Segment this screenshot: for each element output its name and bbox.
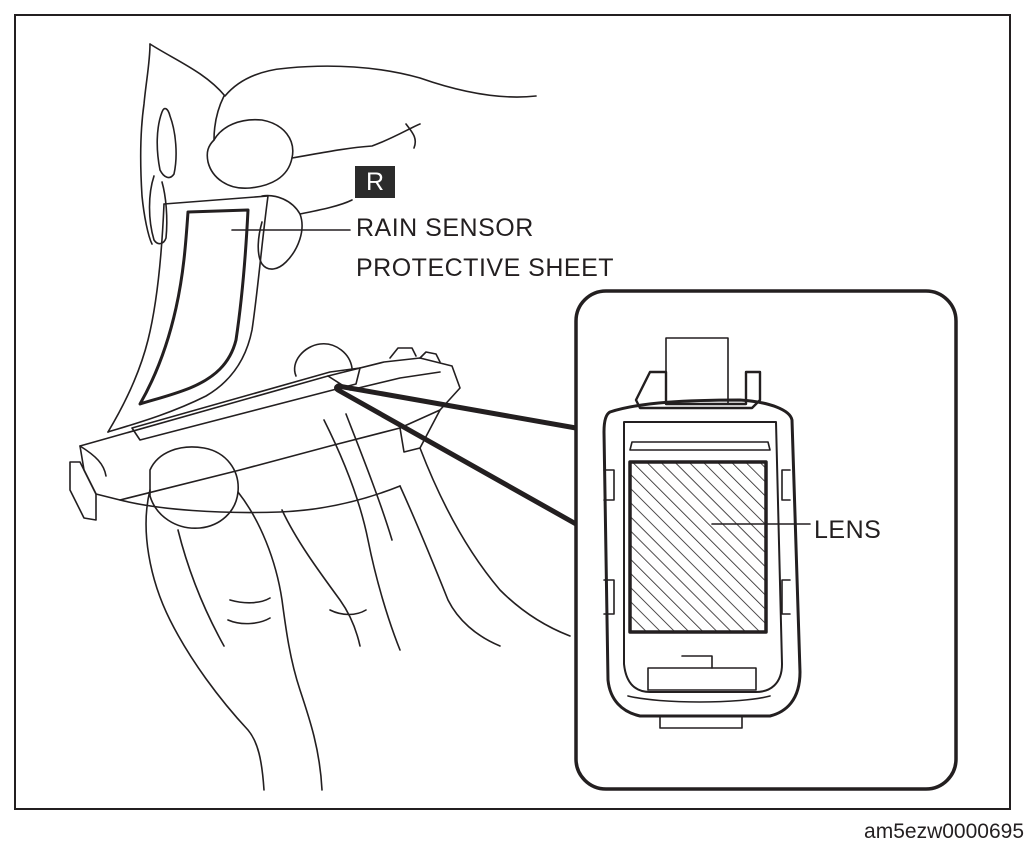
lens-hatched-area [628, 460, 768, 634]
rain-sensor-body-drawing [69, 343, 461, 521]
callout-leader-upper [335, 383, 579, 431]
lens-label: LENS [814, 516, 882, 544]
figure-id: am5ezw0000695 [864, 820, 1024, 843]
callout-point [334, 384, 342, 392]
sensor-top-view-drawing [602, 337, 802, 729]
rain-sensor-label-line2: PROTECTIVE SHEET [356, 254, 615, 282]
lower-hand-drawing [145, 413, 571, 791]
protective-sheet-drawing [107, 195, 269, 433]
step-badge: R [355, 166, 395, 198]
callout-leader-lower [335, 387, 579, 527]
rain-sensor-label-line1: RAIN SENSOR [356, 214, 534, 242]
upper-hand-drawing [139, 43, 537, 270]
